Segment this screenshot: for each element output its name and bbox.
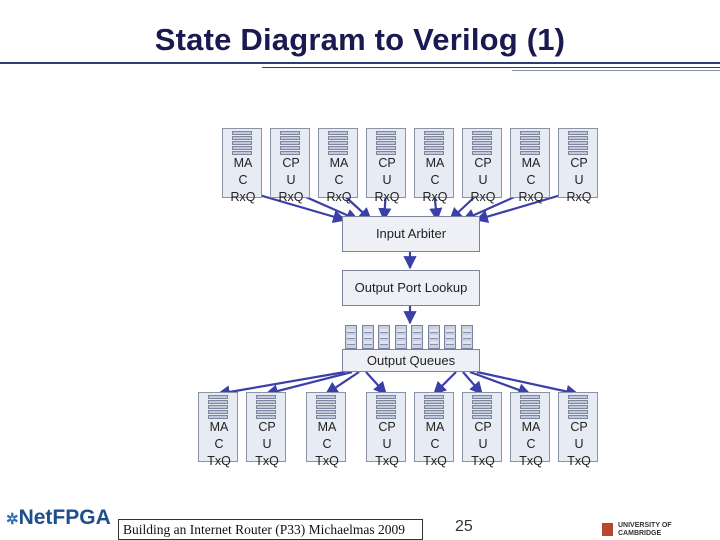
title-rule-thin	[262, 67, 720, 68]
crest-icon	[602, 523, 613, 536]
output-queue-cell	[378, 325, 390, 349]
footer-course: Building an Internet Router (P33) Michae…	[118, 519, 423, 540]
rx-queue-label: CP U RxQ	[470, 156, 496, 204]
output-queue-cell	[411, 325, 423, 349]
tx-queue: MA C TxQ	[414, 392, 454, 468]
tx-queue: MA C TxQ	[198, 392, 238, 468]
rx-queue: CP U RxQ	[462, 128, 502, 204]
tx-arrow	[264, 370, 353, 398]
queue-buffer-cells	[424, 395, 444, 420]
tx-arrow	[216, 370, 346, 399]
tx-queue: CP U TxQ	[462, 392, 502, 468]
queue-buffer-cells	[376, 131, 396, 156]
output-port-lookup-box: Output Port Lookup	[342, 270, 480, 306]
queue-buffer-cells	[424, 131, 444, 156]
rx-queue: MA C RxQ	[318, 128, 358, 204]
tx-queue: CP U TxQ	[558, 392, 598, 468]
queue-buffer-cells	[316, 395, 336, 420]
rx-queue-label: MA C RxQ	[422, 156, 448, 204]
tx-queue-label: CP U TxQ	[255, 420, 279, 468]
input-arbiter-label: Input Arbiter	[375, 226, 447, 241]
netfpga-logo: ✲NetFPGA	[6, 506, 111, 529]
page-number: 25	[455, 518, 473, 535]
queue-buffer-cells	[520, 395, 540, 420]
slide-title: State Diagram to Verilog (1)	[154, 22, 566, 57]
tx-queue-label: MA C TxQ	[423, 420, 447, 468]
queue-buffer-cells	[256, 395, 276, 420]
rx-queue: CP U RxQ	[366, 128, 406, 204]
rx-queue-label: MA C RxQ	[326, 156, 352, 204]
tx-queue-label: CP U TxQ	[471, 420, 495, 468]
queue-buffer-cells	[520, 131, 540, 156]
queue-buffer-cells	[568, 131, 588, 156]
queue-buffer-cells	[568, 395, 588, 420]
output-queues-box: Output Queues	[342, 349, 480, 372]
rx-queue-label: CP U RxQ	[278, 156, 304, 204]
tx-queue: MA C TxQ	[510, 392, 550, 468]
tx-arrow	[433, 371, 457, 395]
queue-buffer-cells	[376, 395, 396, 420]
output-queue-cell	[460, 325, 473, 349]
output-queue-cell	[345, 325, 357, 349]
rx-queue: CP U RxQ	[270, 128, 310, 204]
output-queue-cell	[444, 325, 456, 349]
output-queue-cell	[361, 325, 374, 349]
queue-buffer-cells	[208, 395, 228, 420]
rx-queue: MA C RxQ	[222, 128, 262, 204]
rx-queue-label: MA C RxQ	[230, 156, 256, 204]
tx-queue: CP U TxQ	[366, 392, 406, 468]
tx-queue-label: MA C TxQ	[519, 420, 543, 468]
rx-queue-label: CP U RxQ	[566, 156, 592, 204]
title-rule-accent	[512, 70, 720, 71]
tx-queue-label: CP U TxQ	[375, 420, 399, 468]
tx-queue-label: MA C TxQ	[315, 420, 339, 468]
tx-arrow	[476, 370, 580, 398]
tx-arrow	[324, 371, 360, 395]
title-rule	[0, 62, 720, 64]
queue-buffer-cells	[280, 131, 300, 156]
queue-buffer-cells	[472, 131, 492, 156]
output-queue-cell	[394, 325, 407, 349]
rx-queue: CP U RxQ	[558, 128, 598, 204]
tx-queue-label: CP U TxQ	[567, 420, 591, 468]
rx-queue-label: CP U RxQ	[374, 156, 400, 204]
rx-queue: MA C RxQ	[510, 128, 550, 204]
rx-queue-label: MA C RxQ	[518, 156, 544, 204]
output-port-lookup-label: Output Port Lookup	[354, 280, 468, 295]
tx-queue: CP U TxQ	[246, 392, 286, 468]
tx-queue: MA C TxQ	[306, 392, 346, 468]
tx-arrow	[365, 371, 387, 395]
queue-buffer-cells	[472, 395, 492, 420]
output-queue-cell	[427, 325, 440, 349]
tx-queue-label: MA C TxQ	[207, 420, 231, 468]
input-arbiter-box: Input Arbiter	[342, 216, 480, 252]
tx-arrow	[469, 370, 532, 397]
queue-buffer-cells	[232, 131, 252, 156]
output-queues-label: Output Queues	[366, 353, 456, 368]
queue-buffer-cells	[328, 131, 348, 156]
queues-to-tx-arrows	[216, 370, 580, 399]
logo-icon: ✲	[6, 511, 19, 528]
university-logo: UNIVERSITY OF CAMBRIDGE	[602, 522, 672, 538]
rx-queue: MA C RxQ	[414, 128, 454, 204]
tx-arrow	[462, 371, 483, 395]
